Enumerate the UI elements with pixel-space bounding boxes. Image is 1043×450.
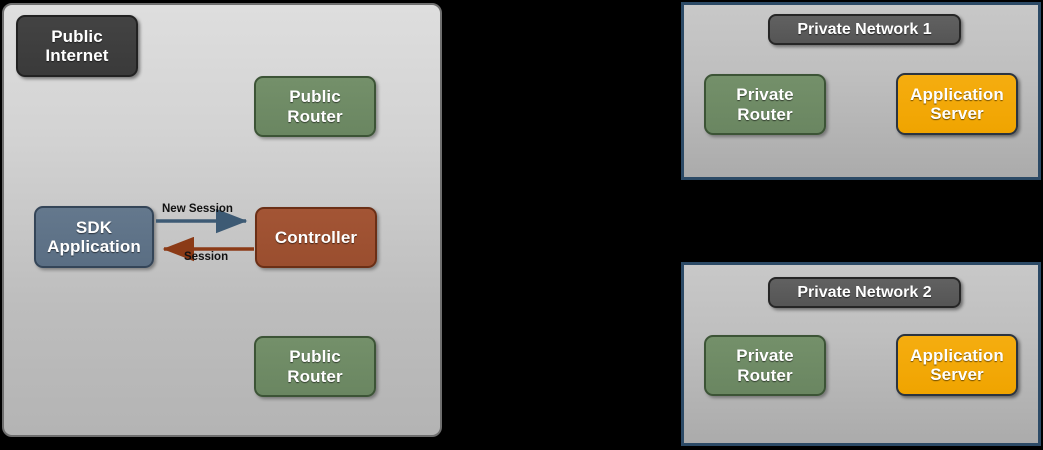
node-sdk-application-line2: Application [47, 237, 141, 256]
node-private-router-2[interactable]: Private Router [704, 335, 826, 396]
private-network-1-title: Private Network 1 [768, 14, 961, 45]
node-application-server-1-line1: Application [910, 84, 1004, 104]
node-public-router-top[interactable]: Public Router [254, 76, 376, 137]
node-sdk-application[interactable]: SDK Application [34, 206, 154, 268]
arrow-label-new-session: New Session [162, 203, 233, 215]
private-network-2-panel: Private Network 2 Private Router Applica… [681, 262, 1041, 446]
node-public-router-top-line1: Public [289, 87, 341, 107]
node-public-internet[interactable]: Public Internet [16, 15, 138, 77]
node-public-internet-line2: Internet [45, 46, 109, 65]
private-network-1-panel: Private Network 1 Private Router Applica… [681, 2, 1041, 180]
node-public-router-bottom[interactable]: Public Router [254, 336, 376, 397]
node-public-router-bottom-line2: Router [287, 366, 343, 386]
node-public-router-top-line2: Router [287, 106, 343, 126]
private-network-2-title: Private Network 2 [768, 277, 961, 308]
node-sdk-application-line1: SDK [75, 217, 113, 237]
public-internet-panel: Public Internet Public Router SDK Applic… [2, 3, 442, 437]
node-controller-line1: Controller [274, 227, 358, 247]
node-private-router-1-line1: Private [736, 85, 794, 105]
node-controller[interactable]: Controller [255, 207, 377, 268]
node-private-router-2-line1: Private [736, 346, 794, 366]
node-private-router-2-line2: Router [737, 365, 793, 385]
node-application-server-1[interactable]: Application Server [896, 73, 1018, 135]
node-private-router-1[interactable]: Private Router [704, 74, 826, 135]
node-application-server-2-line1: Application [910, 345, 1004, 365]
node-application-server-1-line2: Server [930, 104, 984, 123]
node-public-router-bottom-line1: Public [289, 347, 341, 367]
node-public-internet-line1: Public [51, 26, 103, 46]
node-private-router-1-line2: Router [737, 104, 793, 124]
node-application-server-2[interactable]: Application Server [896, 334, 1018, 396]
node-application-server-2-line2: Server [930, 365, 984, 384]
arrow-label-session: Session [184, 251, 229, 263]
